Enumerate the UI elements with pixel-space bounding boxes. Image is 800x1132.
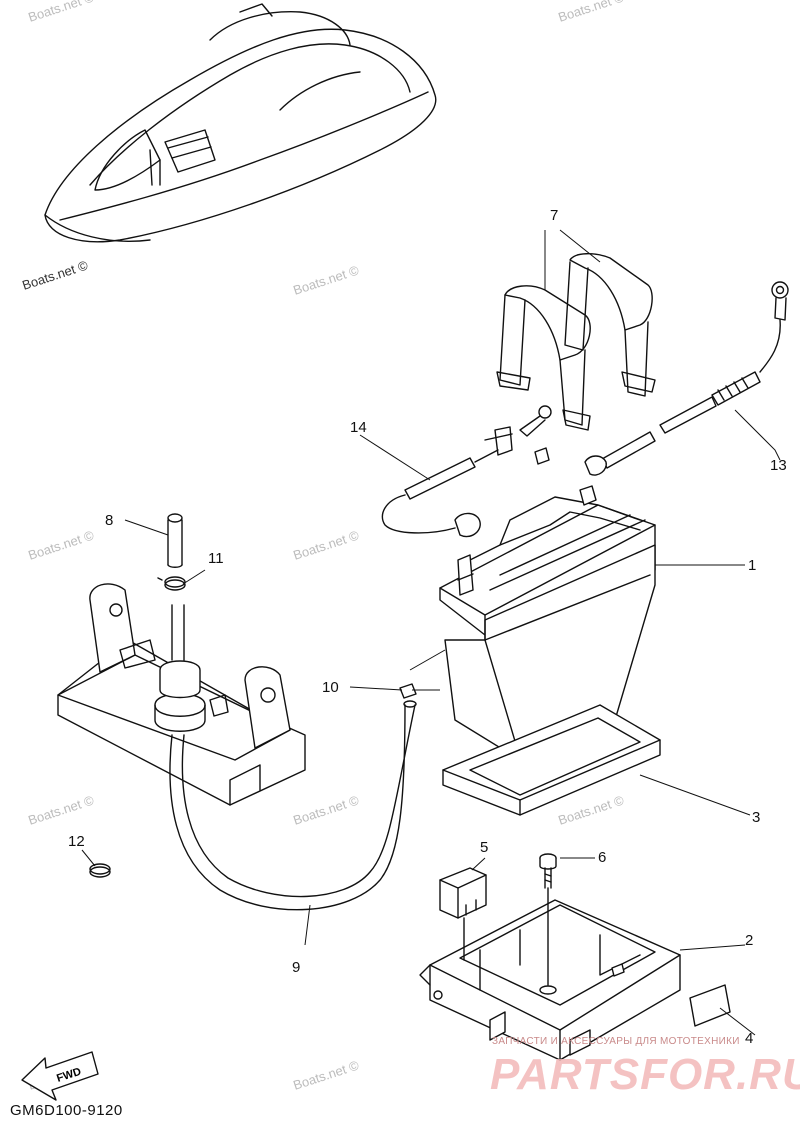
pad-4 bbox=[689, 984, 731, 1027]
watermark: Boats.net © bbox=[26, 0, 96, 25]
battery-box-2 bbox=[419, 887, 681, 1061]
leader-lines bbox=[81, 229, 781, 1036]
bolt-6 bbox=[539, 853, 557, 889]
cap-5 bbox=[439, 867, 487, 919]
callout-2: 2 bbox=[745, 932, 753, 949]
callout-1: 1 bbox=[748, 557, 756, 574]
callout-9: 9 bbox=[292, 959, 300, 976]
watermark: Boats.net © bbox=[556, 0, 626, 25]
watermark: Boats.net © bbox=[291, 792, 361, 827]
watermark: Boats.net © bbox=[291, 527, 361, 562]
positive-cable-14 bbox=[381, 405, 552, 538]
fwd-arrow-icon: FWD bbox=[21, 1051, 99, 1101]
battery-pad-3 bbox=[442, 704, 661, 816]
promo-text: ЗАПЧАСТИ И АКСЕССУАРЫ ДЛЯ МОТОТЕХНИКИ bbox=[492, 1036, 740, 1047]
callout-12: 12 bbox=[68, 833, 85, 850]
callout-13: 13 bbox=[770, 457, 787, 474]
watermark: Boats.net © bbox=[291, 1057, 361, 1092]
fitting-10 bbox=[399, 683, 417, 699]
watermark: Boats.net © bbox=[556, 792, 626, 827]
watermark: Boats.net © bbox=[26, 792, 96, 827]
callouts: 1 2 3 4 5 6 7 8 9 10 11 12 13 14 bbox=[68, 207, 787, 1047]
callout-7: 7 bbox=[550, 207, 558, 224]
clamp-11 bbox=[157, 576, 186, 591]
watermark: Boats.net © bbox=[291, 262, 361, 297]
callout-5: 5 bbox=[480, 839, 488, 856]
battery-bracket bbox=[57, 583, 306, 806]
battery-band-7 bbox=[496, 253, 656, 431]
callout-14: 14 bbox=[350, 419, 367, 436]
callout-3: 3 bbox=[752, 809, 760, 826]
diagram-code: GM6D100-9120 bbox=[10, 1102, 123, 1119]
callout-11: 11 bbox=[208, 550, 224, 567]
watermark: Boats.net © bbox=[20, 257, 90, 292]
clamp-12 bbox=[89, 863, 111, 878]
vent-tube-8 bbox=[167, 513, 183, 568]
breather-hose-9 bbox=[169, 700, 417, 911]
callout-6: 6 bbox=[598, 849, 606, 866]
callout-4: 4 bbox=[745, 1030, 753, 1047]
watermark: Boats.net © bbox=[26, 527, 96, 562]
callout-8: 8 bbox=[105, 512, 113, 529]
callout-10: 10 bbox=[322, 679, 339, 696]
brand-watermark: PARTSFOR.RU bbox=[490, 1050, 800, 1099]
watercraft-overview bbox=[44, 3, 437, 243]
negative-cable-13 bbox=[584, 281, 789, 476]
